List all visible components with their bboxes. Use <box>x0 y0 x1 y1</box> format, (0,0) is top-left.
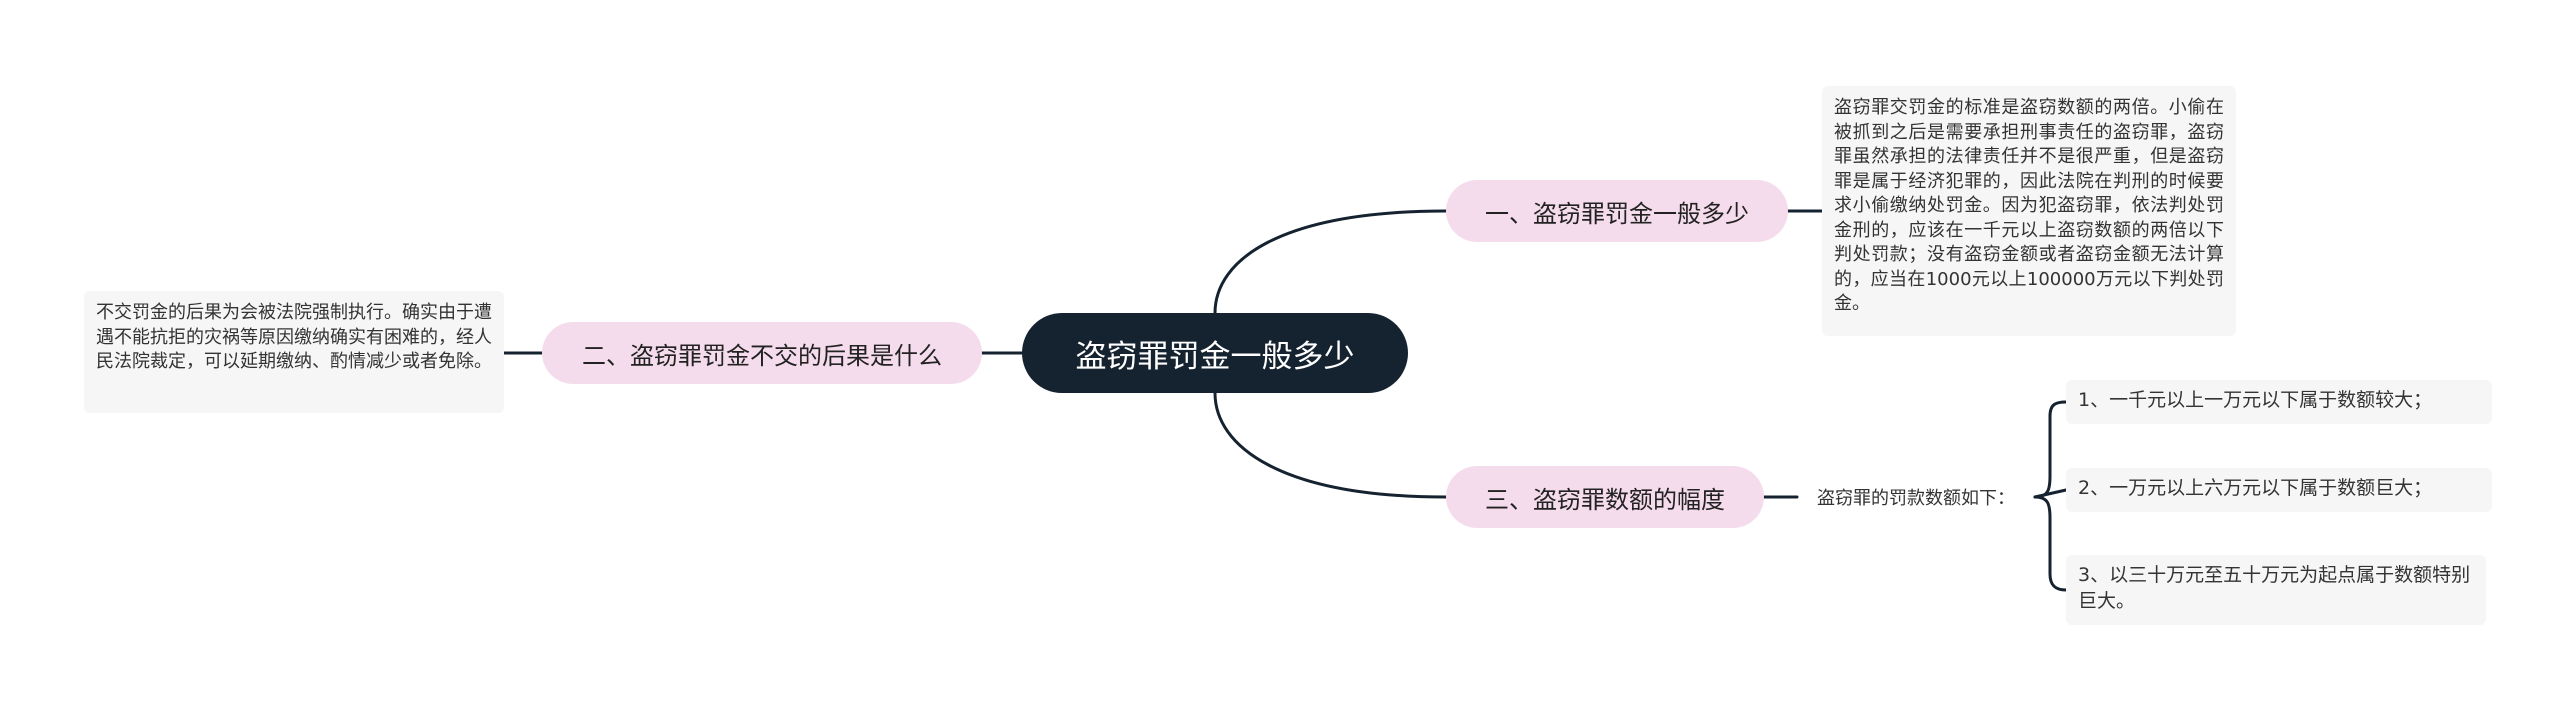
root-node[interactable]: 盗窃罪罚金一般多少 <box>1022 313 1408 393</box>
topic-2-label: 二、盗窃罪罚金不交的后果是什么 <box>582 341 942 370</box>
topic-3-subnode-label: 盗窃罪的罚款数额如下： <box>1817 488 2015 509</box>
topic-node-2[interactable]: 二、盗窃罪罚金不交的后果是什么 <box>542 322 982 384</box>
link-mid-leaf3 <box>2033 495 2068 592</box>
link-root-topic3 <box>1213 391 1448 499</box>
topic-3-subnode[interactable]: 盗窃罪的罚款数额如下： <box>1797 477 2035 517</box>
topic-node-3[interactable]: 三、盗窃罪数额的幅度 <box>1446 466 1764 528</box>
link-mid-leaf1 <box>2033 400 2068 499</box>
topic-3-label: 三、盗窃罪数额的幅度 <box>1485 485 1725 514</box>
link-mid-leaf2 <box>2033 488 2068 499</box>
root-label: 盗窃罪罚金一般多少 <box>1075 338 1355 375</box>
leaf-node-1: 1、一千元以上一万元以下属于数额较大； <box>2066 380 2492 424</box>
leaf-node-2: 2、一万元以上六万元以下属于数额巨大； <box>2066 468 2492 512</box>
topic-node-1[interactable]: 一、盗窃罪罚金一般多少 <box>1446 180 1788 242</box>
note-topic-2: 不交罚金的后果为会被法院强制执行。确实由于遭遇不能抗拒的灾祸等原因缴纳确实有困难… <box>84 291 504 413</box>
leaf-node-3: 3、以三十万元至五十万元为起点属于数额特别巨大。 <box>2066 555 2486 625</box>
topic-1-label: 一、盗窃罪罚金一般多少 <box>1485 199 1749 228</box>
link-root-topic1 <box>1213 209 1448 315</box>
note-topic-1: 盗窃罪交罚金的标准是盗窃数额的两倍。小偷在被抓到之后是需要承担刑事责任的盗窃罪，… <box>1822 86 2236 336</box>
